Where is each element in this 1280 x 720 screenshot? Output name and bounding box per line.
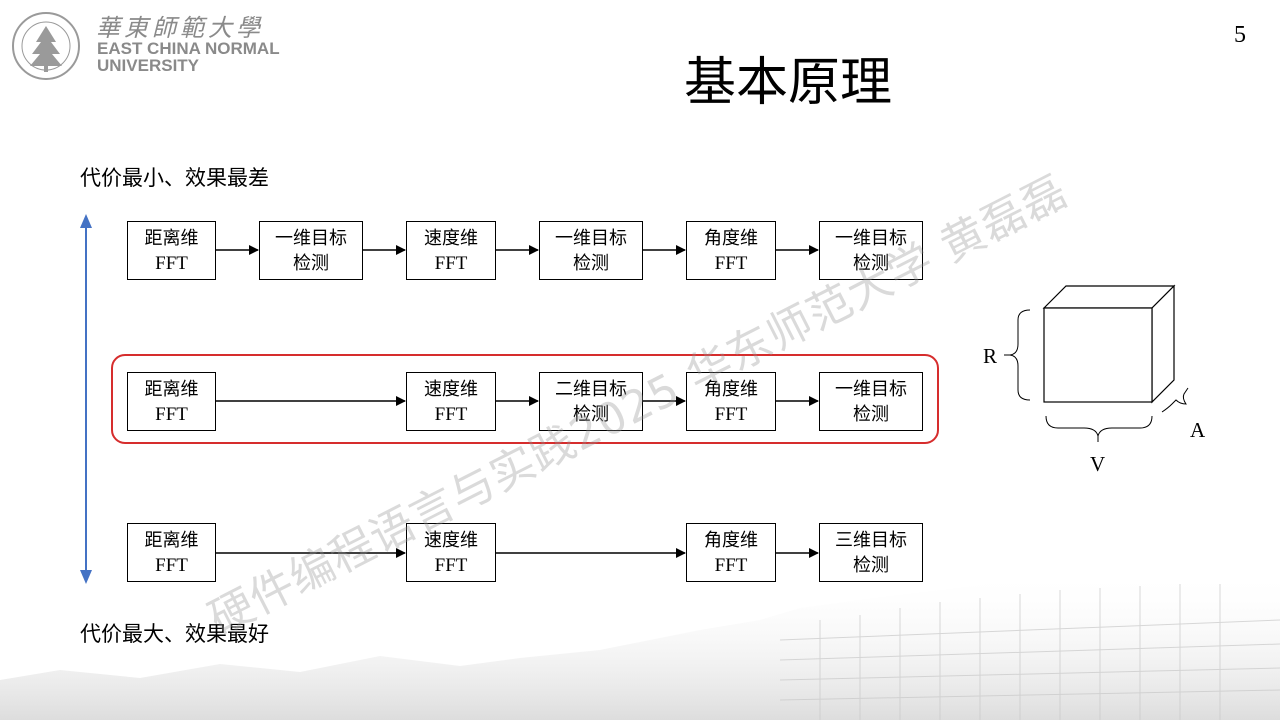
box-label: 检测 — [853, 403, 889, 425]
box-angle-fft: 角度维 FFT — [686, 221, 776, 280]
slide-title: 基本原理 — [683, 53, 892, 113]
cube-front-face — [1043, 307, 1153, 403]
box-1d-detection: 一维目标 检测 — [539, 221, 643, 280]
university-name-cn: 華東師範大學 — [96, 14, 264, 42]
box-label: 速度维 — [424, 227, 478, 249]
box-range-fft: 距离维 FFT — [127, 372, 216, 431]
box-1d-detection: 一维目标 检测 — [819, 372, 923, 431]
university-name-en-line2: UNIVERSITY — [97, 56, 200, 75]
box-angle-fft: 角度维 FFT — [686, 523, 776, 582]
box-label: FFT — [434, 403, 468, 425]
box-label: 角度维 — [704, 529, 758, 551]
box-velocity-fft: 速度维 FFT — [406, 372, 496, 431]
box-label: 角度维 — [704, 378, 758, 400]
cube-label-r: R — [983, 344, 998, 368]
box-label: 检测 — [573, 252, 609, 274]
box-label: FFT — [155, 554, 188, 576]
box-label: 距离维 — [144, 529, 199, 551]
box-range-fft: 距离维 FFT — [127, 221, 216, 280]
box-label: FFT — [155, 403, 188, 425]
box-label: 距离维 — [144, 227, 199, 249]
box-label: 距离维 — [144, 378, 199, 400]
a-brace — [1161, 387, 1189, 413]
box-label: 一维目标 — [835, 227, 907, 249]
box-label: 速度维 — [424, 378, 478, 400]
box-label: 一维目标 — [555, 227, 627, 249]
box-label: FFT — [434, 252, 468, 274]
box-label: FFT — [434, 554, 468, 576]
box-label: FFT — [714, 403, 748, 425]
cube-label-v: V — [1090, 452, 1106, 476]
box-3d-detection: 三维目标 检测 — [819, 523, 923, 582]
box-label: 检测 — [853, 252, 889, 274]
box-velocity-fft: 速度维 FFT — [406, 221, 496, 280]
box-1d-detection: 一维目标 检测 — [819, 221, 923, 280]
box-label: 检测 — [293, 252, 329, 274]
box-label: FFT — [155, 252, 188, 274]
box-label: 检测 — [573, 403, 609, 425]
box-label: 角度维 — [704, 227, 758, 249]
box-label: 一维目标 — [275, 227, 347, 249]
box-label: 二维目标 — [555, 378, 627, 400]
university-name-en-line1: EAST CHINA NORMAL — [97, 39, 280, 58]
box-label: FFT — [714, 554, 748, 576]
cost-scale-arrow — [80, 214, 92, 584]
label-cost-min: 代价最小、效果最差 — [80, 166, 269, 190]
box-label: 检测 — [853, 554, 889, 576]
background-building-image — [0, 570, 1280, 720]
selected-pipeline-highlight — [111, 354, 939, 444]
box-range-fft: 距离维 FFT — [127, 523, 216, 582]
r-brace — [1009, 309, 1031, 401]
label-cost-max: 代价最大、效果最好 — [80, 622, 269, 646]
radar-data-cube — [1004, 284, 1189, 442]
university-seal-icon — [12, 12, 80, 80]
box-angle-fft: 角度维 FFT — [686, 372, 776, 431]
box-1d-detection: 一维目标 检测 — [259, 221, 363, 280]
box-2d-detection: 二维目标 检测 — [539, 372, 643, 431]
box-label: FFT — [714, 252, 748, 274]
university-name-en: EAST CHINA NORMAL UNIVERSITY — [97, 40, 280, 74]
v-brace — [1045, 415, 1153, 437]
box-label: 速度维 — [424, 529, 478, 551]
page-number: 5 — [1234, 22, 1246, 48]
box-label: 三维目标 — [835, 529, 907, 551]
cube-label-a: A — [1190, 418, 1206, 442]
box-velocity-fft: 速度维 FFT — [406, 523, 496, 582]
box-label: 一维目标 — [835, 378, 907, 400]
